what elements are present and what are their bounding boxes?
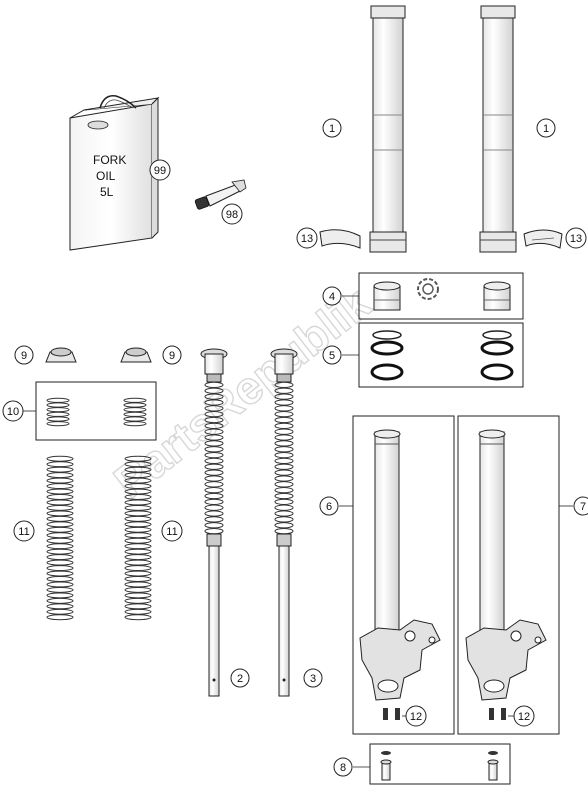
seal-kit-right xyxy=(480,330,514,381)
callout-c11a: 11 xyxy=(13,520,35,542)
callout-c1b: 1 xyxy=(536,118,556,138)
fork-leg-box-right xyxy=(457,415,560,735)
callout-label: 10 xyxy=(7,406,19,418)
callout-label: 98 xyxy=(226,209,238,221)
callout-label: 12 xyxy=(518,711,530,723)
grease-tube xyxy=(194,179,247,210)
damper-cartridge-right xyxy=(270,348,298,697)
leader-lines xyxy=(23,295,573,768)
callout-label: 13 xyxy=(301,233,313,245)
callout-c13a: 13 xyxy=(296,227,318,249)
callout-label: 5 xyxy=(329,350,335,362)
seal-kit-left xyxy=(370,330,404,381)
short-spring-left xyxy=(46,397,70,427)
bushing-group-box xyxy=(358,272,524,320)
callout-label: 3 xyxy=(310,673,316,685)
callout-label: 1 xyxy=(329,123,335,135)
can-text-line-2: OIL xyxy=(96,169,116,183)
callout-c3: 3 xyxy=(303,668,323,688)
can-text-line-3: 5L xyxy=(100,185,114,199)
callout-c7: 7 xyxy=(573,496,588,516)
callout-label: 9 xyxy=(21,350,27,362)
callout-label: 2 xyxy=(237,673,243,685)
bolt-group-box xyxy=(369,743,511,785)
axle-bolt-left xyxy=(380,751,392,781)
callout-c6: 6 xyxy=(319,496,339,516)
callout-c10: 10 xyxy=(2,400,24,422)
damper-cartridge-left xyxy=(200,348,228,697)
callout-label: 6 xyxy=(326,501,332,513)
seal-group-box xyxy=(358,322,524,388)
fork-oil-can: FORK OIL 5L xyxy=(69,94,160,251)
callout-c12a: 12 xyxy=(405,705,427,727)
callout-label: 7 xyxy=(580,501,586,513)
guard-clip-right xyxy=(523,229,563,249)
callout-c98: 98 xyxy=(221,203,243,225)
callout-c13b: 13 xyxy=(565,227,587,249)
fork-leg-box-left xyxy=(352,415,455,735)
can-text-line-1: FORK xyxy=(93,153,126,167)
callout-c1a: 1 xyxy=(322,118,342,138)
callout-label: 11 xyxy=(166,526,177,538)
axle-bolt-right xyxy=(487,751,499,781)
callout-c2: 2 xyxy=(230,668,250,688)
callout-label: 11 xyxy=(18,526,29,538)
bushing-left xyxy=(373,281,401,311)
callout-label: 4 xyxy=(329,291,335,303)
main-spring-left xyxy=(46,455,74,621)
short-spring-right xyxy=(123,397,147,427)
callout-c9a: 9 xyxy=(14,345,34,365)
fork-tube-right xyxy=(479,5,517,253)
callout-c8: 8 xyxy=(333,757,353,777)
callout-c9b: 9 xyxy=(162,345,182,365)
fork-cap-right xyxy=(120,347,152,363)
callout-c12b: 12 xyxy=(513,705,535,727)
callout-label: 1 xyxy=(543,123,549,135)
main-spring-right xyxy=(124,455,152,621)
callout-label: 12 xyxy=(410,711,422,723)
callout-c5: 5 xyxy=(322,345,342,365)
fork-tube-left xyxy=(369,5,407,253)
callout-label: 13 xyxy=(570,233,582,245)
gear-icon xyxy=(417,278,439,300)
guard-clip-left xyxy=(319,229,361,249)
callout-label: 99 xyxy=(154,165,166,177)
callout-c99: 99 xyxy=(149,159,171,181)
callout-label: 8 xyxy=(340,762,346,774)
fork-cap-left xyxy=(45,347,77,363)
short-spring-box xyxy=(35,381,157,441)
bushing-right xyxy=(483,281,511,311)
callout-label: 9 xyxy=(169,350,175,362)
callout-c11b: 11 xyxy=(161,520,183,542)
callout-c4: 4 xyxy=(322,286,342,306)
